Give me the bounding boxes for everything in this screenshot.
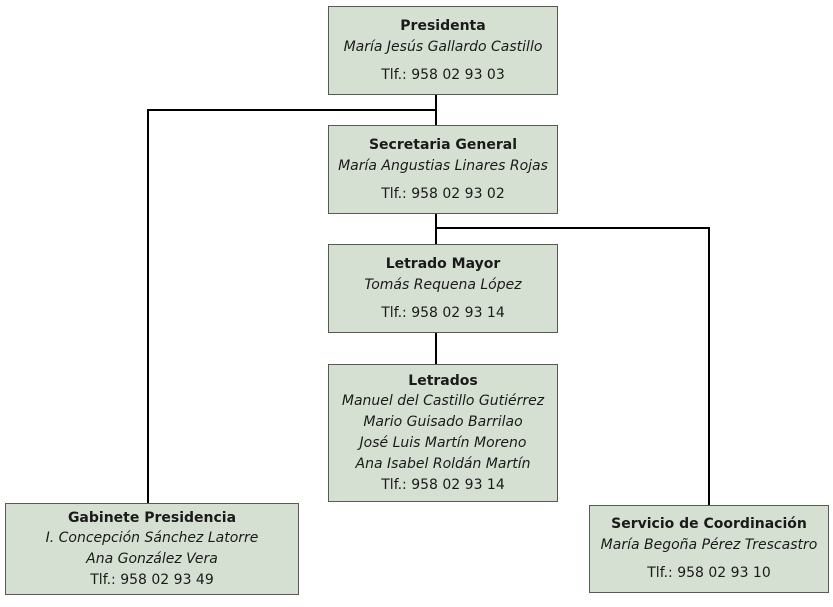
node-person: Ana Isabel Roldán Martín	[355, 455, 531, 472]
node-title: Letrados	[408, 372, 478, 389]
node-title: Presidenta	[400, 17, 486, 34]
node-letrados: Letrados Manuel del Castillo Gutiérrez M…	[328, 364, 558, 502]
node-title: Gabinete Presidencia	[67, 509, 237, 526]
node-title: Secretaria General	[368, 136, 518, 153]
node-phone: Tlf.: 958 02 93 49	[90, 571, 214, 588]
node-person: María Angustias Linares Rojas	[338, 157, 548, 174]
node-phone: Tlf.: 958 02 93 03	[381, 66, 505, 83]
node-phone: Tlf.: 958 02 93 14	[381, 476, 505, 493]
node-title: Servicio de Coordinación	[611, 516, 807, 532]
node-person: José Luis Martín Moreno	[359, 434, 527, 451]
node-phone: Tlf.: 958 02 93 02	[381, 185, 505, 202]
node-person: I. Concepción Sánchez Latorre	[45, 529, 259, 546]
node-letrado-mayor: Letrado Mayor Tomás Requena López Tlf.: …	[328, 244, 558, 333]
connector-presidenta-gabinete	[147, 109, 436, 503]
node-phone: Tlf.: 958 02 93 10	[647, 565, 771, 581]
node-person: Mario Guisado Barrilao	[363, 413, 523, 430]
node-servicio-coordinacion: Servicio de Coordinación María Begoña Pé…	[589, 505, 829, 593]
node-presidenta: Presidenta María Jesús Gallardo Castillo…	[328, 6, 558, 95]
node-title: Letrado Mayor	[385, 255, 501, 272]
node-phone: Tlf.: 958 02 93 14	[381, 304, 505, 321]
node-person: María Begoña Pérez Trescastro	[600, 537, 818, 553]
node-gabinete-presidencia: Gabinete Presidencia I. Concepción Sánch…	[5, 503, 299, 595]
node-person: Tomás Requena López	[364, 276, 522, 293]
connector-secretaria-coordinacion	[436, 227, 710, 505]
node-person: Manuel del Castillo Gutiérrez	[341, 392, 545, 409]
node-person: Ana González Vera	[86, 550, 218, 567]
node-person: María Jesús Gallardo Castillo	[343, 38, 543, 55]
node-secretaria-general: Secretaria General María Angustias Linar…	[328, 125, 558, 214]
